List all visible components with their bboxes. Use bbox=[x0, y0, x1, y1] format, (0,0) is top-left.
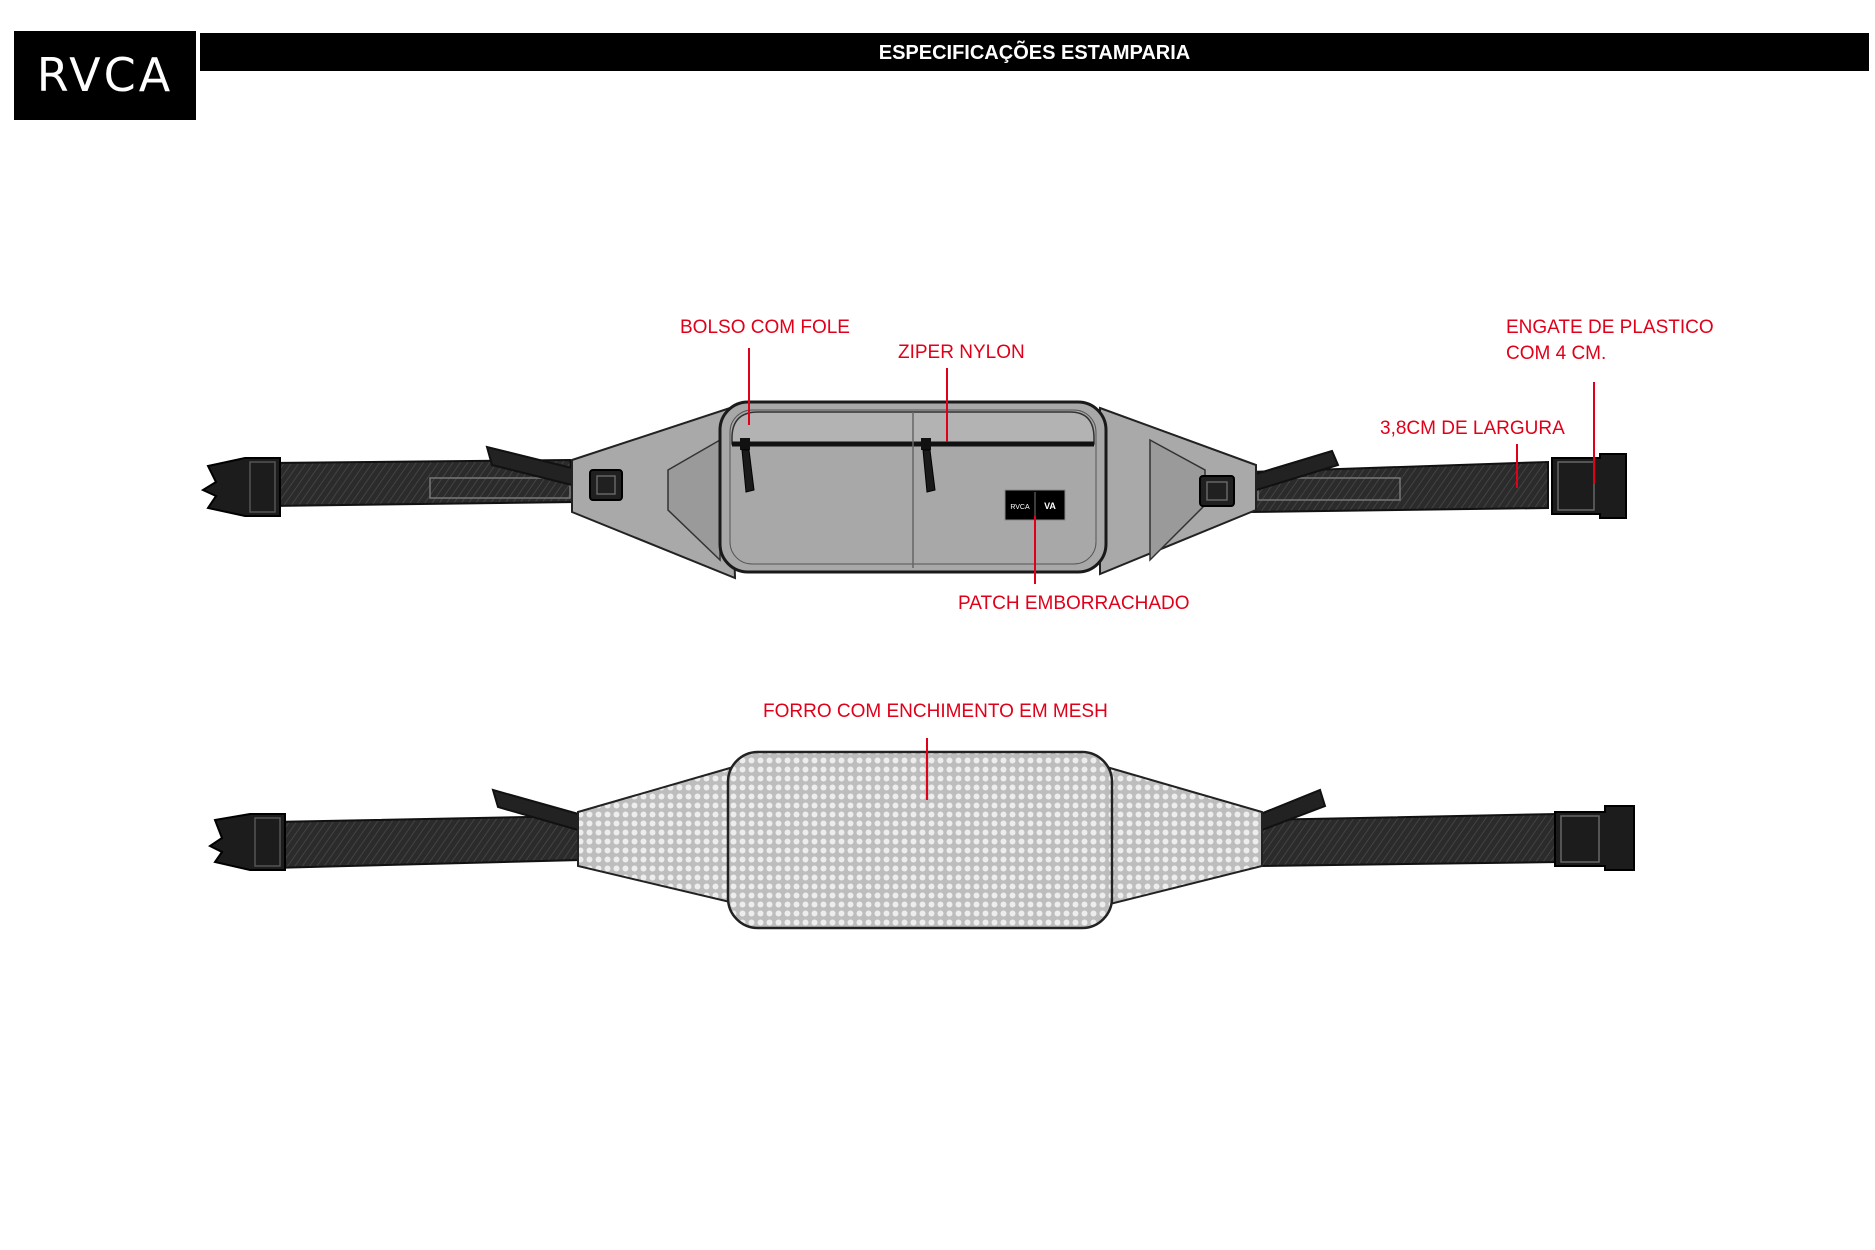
zipper-pull-right-icon bbox=[921, 438, 936, 493]
logo-text: RVCA bbox=[36, 48, 174, 102]
left-buckle-icon bbox=[200, 457, 281, 517]
left-strap-keeper bbox=[429, 477, 571, 499]
back-right-strap bbox=[1259, 812, 1559, 868]
callout-leaders bbox=[748, 348, 1595, 800]
patch-left-label: RVCA bbox=[1010, 504, 1030, 511]
header-bar: ESPECIFICAÇÕES ESTAMPARIA bbox=[200, 33, 1869, 71]
page-title: ESPECIFICAÇÕES ESTAMPARIA bbox=[878, 42, 1191, 64]
back-right-buckle-icon bbox=[1554, 805, 1635, 871]
zipper-pull-left-icon bbox=[740, 438, 755, 493]
callout-engate-line1: ENGATE DE PLASTICO bbox=[1506, 317, 1714, 338]
back-left-strap bbox=[271, 814, 581, 870]
back-left-mesh-wing bbox=[577, 766, 731, 904]
callout-forro: FORRO COM ENCHIMENTO EM MESH bbox=[763, 701, 1108, 722]
callout-patch: PATCH EMBORRACHADO bbox=[958, 593, 1190, 614]
back-left-buckle-icon bbox=[208, 813, 286, 871]
callout-ziper: ZIPER NYLON bbox=[898, 342, 1025, 363]
patch-right-label: VA bbox=[1044, 501, 1056, 511]
left-ladder-lock bbox=[589, 469, 623, 501]
callout-engate-line2: COM 4 CM. bbox=[1506, 343, 1607, 364]
rubber-patch: RVCA VA bbox=[1004, 489, 1066, 521]
right-ladder-lock bbox=[1199, 475, 1235, 507]
back-view bbox=[208, 750, 1635, 930]
front-view: RVCA VA bbox=[200, 400, 1627, 580]
callout-largura: 3,8CM DE LARGURA bbox=[1380, 418, 1565, 439]
back-right-mesh-wing bbox=[1109, 766, 1263, 906]
right-buckle-icon bbox=[1551, 453, 1627, 519]
back-mesh-body bbox=[726, 750, 1114, 930]
rvca-logo: RVCA bbox=[14, 31, 196, 120]
callout-bolso: BOLSO COM FOLE bbox=[680, 317, 850, 338]
